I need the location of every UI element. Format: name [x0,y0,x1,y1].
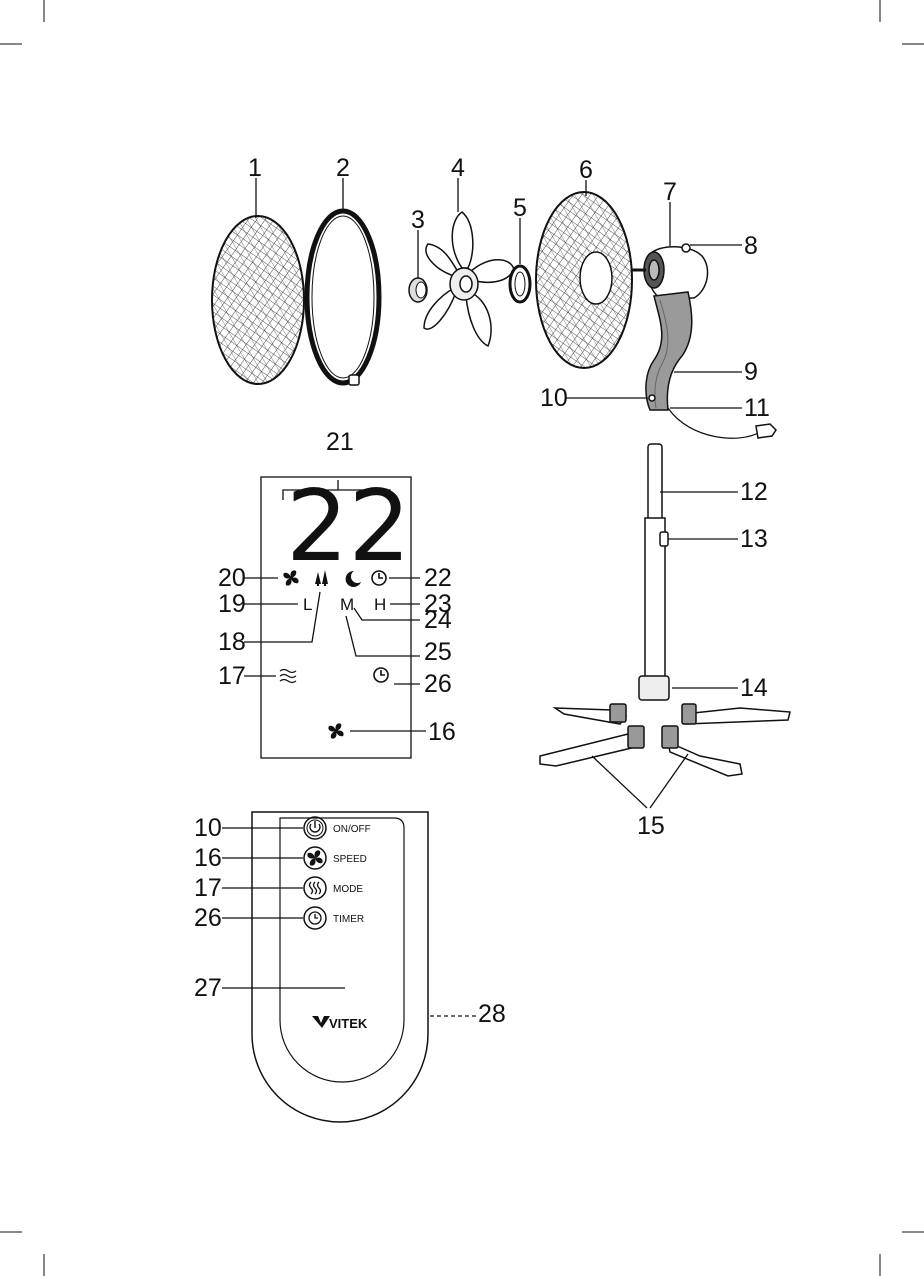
callout-10: 10 [540,384,568,412]
motor-housing [632,244,708,298]
callout-4: 4 [451,154,465,182]
speed-label: SPEED [333,854,367,865]
callout-18: 18 [218,628,246,656]
callout-11: 11 [744,394,770,422]
brand-name: VITEK [329,1016,368,1031]
timer-label: TIMER [333,914,364,925]
power-button-icon[interactable] [304,817,326,839]
spinner-cap [409,278,427,302]
callout-3: 3 [411,206,425,234]
callout-16: 16 [428,718,456,746]
base-legs [540,704,790,776]
fan-blade [424,212,514,346]
callout-7: 7 [663,178,677,206]
callout-5: 5 [513,194,527,222]
callout-21: 21 [326,428,354,456]
callout-20: 20 [218,564,246,592]
remote-callout-10: 10 [194,814,222,842]
callout-6: 6 [579,156,593,184]
front-grille [212,216,304,384]
remote-callout-26: 26 [194,904,222,932]
callout-8: 8 [744,232,758,260]
callout-15: 15 [637,812,665,840]
speed-low-label: L [303,595,312,614]
callout-1: 1 [248,154,262,182]
onoff-label: ON/OFF [333,824,371,835]
callout-12: 12 [740,478,768,506]
rear-grille [536,192,632,368]
callout-14: 14 [740,674,768,702]
callout-26: 26 [424,670,452,698]
callout-24: 24 [424,606,452,634]
remote-callout-16: 16 [194,844,222,872]
temperature-readout: 22 [286,470,411,584]
callout-13: 13 [740,525,768,553]
callout-27: 27 [194,974,222,1002]
mode-label: MODE [333,884,363,895]
callout-19: 19 [218,590,246,618]
callout-28: 28 [478,1000,506,1028]
speed-mid-label: M [340,595,354,614]
callout-9: 9 [744,358,758,386]
locking-nut [510,266,530,302]
callout-2: 2 [336,154,350,182]
speed-button-icon[interactable] [304,847,326,869]
callout-25: 25 [424,638,452,666]
callout-22: 22 [424,564,452,592]
grille-ring [307,211,379,385]
telescopic-pole [639,444,669,700]
callout-17: 17 [218,662,246,690]
remote-callout-17: 17 [194,874,222,902]
speed-high-label: H [374,595,386,614]
